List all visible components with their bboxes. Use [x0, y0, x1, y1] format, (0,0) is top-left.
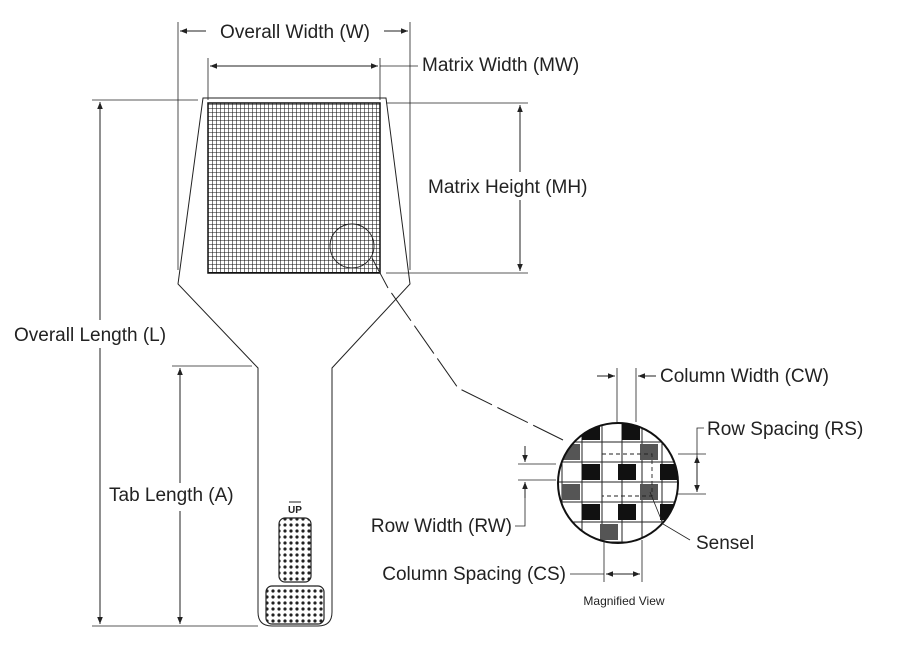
sensing-matrix: [207, 102, 381, 274]
tab-length-label: Tab Length (A): [109, 485, 234, 506]
magnified-view-caption: Magnified View: [583, 594, 664, 608]
connector-pad-upper: [278, 517, 312, 583]
magnified-view-circle: [557, 422, 679, 544]
column-spacing-label: Column Spacing (CS): [382, 564, 566, 585]
matrix-height-label: Matrix Height (MH): [428, 177, 587, 198]
matrix-width-label: Matrix Width (MW): [422, 55, 579, 76]
row-spacing-label: Row Spacing (RS): [707, 419, 863, 440]
row-width-label: Row Width (RW): [371, 516, 512, 537]
overall-length-label: Overall Length (L): [14, 325, 166, 346]
sensel-label: Sensel: [696, 533, 754, 554]
magnify-leader: [371, 257, 564, 441]
magnified-view: [558, 423, 678, 543]
sensor-outline: [177, 97, 411, 627]
sensel-leader: [649, 491, 691, 541]
overall-width-label: Overall Width (W): [220, 22, 370, 43]
up-marker: UP: [288, 505, 302, 516]
magnify-source-circle: [329, 223, 375, 269]
column-width-label: Column Width (CW): [660, 366, 829, 387]
connector-pad-lower: [265, 585, 325, 625]
